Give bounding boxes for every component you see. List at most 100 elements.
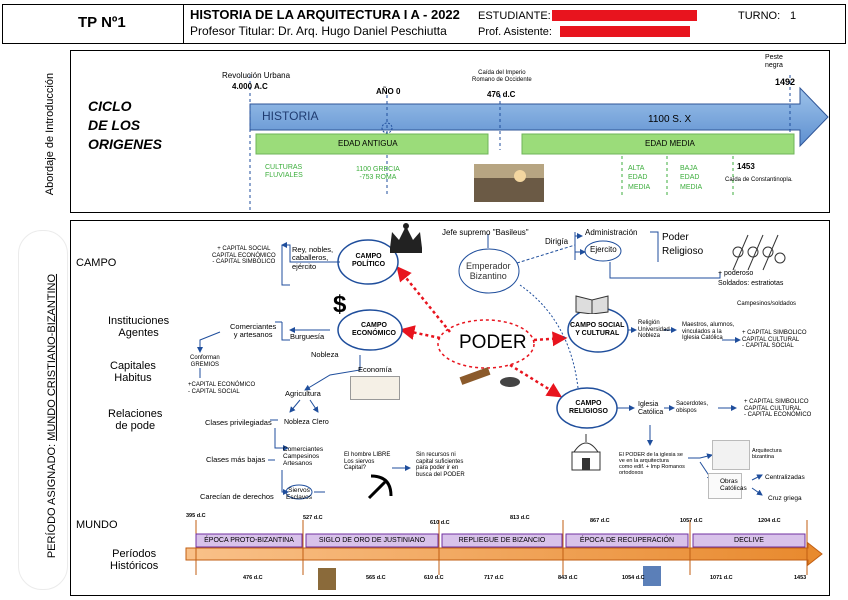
year-bottom-4: 717 d.C — [484, 575, 504, 581]
turno-value: 1 — [790, 10, 797, 22]
relaciones-label: Relaciones de pode — [108, 408, 163, 433]
culturas-fluviales: CULTURAS FLUVIALES — [265, 164, 303, 179]
edad-antigua-bar — [255, 133, 489, 155]
campo-religioso[interactable]: CAMPO RELIGIOSO — [569, 400, 608, 415]
constantinopla-label: Caída de Constantinopla. — [725, 177, 793, 183]
comerciantes-2: Comerciantes Campesinos Artesanos — [283, 446, 324, 468]
carecian: Carecían de derechos — [200, 492, 274, 501]
year-bottom-6: 1054 d.C — [622, 575, 645, 581]
timeline-arrow — [185, 541, 823, 567]
historia-arrow — [249, 86, 829, 148]
clero: Clero — [312, 419, 329, 426]
period-3[interactable]: REPLIEGUE DE BIZANCIO — [458, 537, 546, 544]
clases-privilegiadas: Clases privilegiadas — [205, 418, 272, 427]
assistant-label: Prof. Asistente: — [478, 26, 552, 38]
capital-economico-2: +CAPITAL ECONÓMICO - CAPITAL SOCIAL — [188, 382, 256, 395]
emperador-label: Emperador Bizantino — [466, 261, 511, 281]
year-top-3: 610 d.C — [430, 520, 450, 526]
administracion: Administración — [585, 228, 638, 237]
alta-edad-media: ALTA EDAD MEDIA — [628, 165, 651, 191]
event-peste: Peste negra — [765, 54, 783, 69]
edad-media-bar — [521, 133, 795, 155]
period-2[interactable]: SIGLO DE ORO DE JUSTINIANO — [318, 537, 426, 544]
historia-label: HISTORIA — [262, 109, 319, 123]
edad-media-label: EDAD MEDIA — [645, 139, 695, 148]
student-label: ESTUDIANTE: — [478, 10, 551, 22]
campesinos: Campesinos/soldados — [737, 301, 797, 307]
mundo-label: MUNDO — [76, 519, 118, 531]
course-title: HISTORIA DE LA ARQUITECTURA I A - 2022 — [190, 7, 460, 22]
sin-recursos: Sin recursos ni capital suficientes para… — [416, 452, 465, 478]
year-bottom-3: 610 d.C — [424, 575, 444, 581]
comerciantes: Comerciantes y artesanos — [230, 322, 277, 340]
cross-image — [708, 473, 742, 499]
event-revolucion-date: 4.000 A.C — [232, 82, 268, 91]
tp-label: TP Nº1 — [78, 14, 126, 31]
year-top-2: 527 d.C — [303, 515, 323, 521]
iglesia-catolica: Iglesia Católica — [638, 401, 664, 416]
poder-label: PODER — [459, 332, 527, 353]
capitales-label: Capitales Habitus — [110, 360, 156, 385]
assistant-redaction — [560, 26, 690, 37]
period-5[interactable]: DECLIVE — [734, 537, 764, 544]
year-top-4: 813 d.C — [510, 515, 530, 521]
period-1[interactable]: ÉPOCA PROTO-BIZANTINA — [204, 537, 294, 544]
intro-timeline-svg — [249, 75, 829, 210]
year-bottom-7: 1071 d.C — [710, 575, 733, 581]
capital-social-1: + CAPITAL SOCIAL CAPITAL ECONÓMICO - CAP… — [212, 246, 276, 266]
intro-box — [70, 50, 830, 213]
year-top-7: 1204 d.C — [758, 518, 781, 524]
event-caida-roma-date: 476 d.C — [487, 90, 516, 99]
poder-iglesia: El PODER de la iglesia se ve en la arqui… — [619, 452, 685, 477]
campo-label: CAMPO — [76, 257, 117, 269]
arquitectura-bizantina: Arquitectura bizantina — [752, 448, 782, 461]
event-peste-date: 1492 — [775, 77, 796, 87]
gremios: Conforman GREMIOS — [190, 355, 220, 368]
event-caida-roma: Caída del Imperio Romano de Occidente — [472, 70, 532, 83]
constantinopla-year: 1453 — [737, 162, 755, 171]
hombre-libre: El hombre LIBRE Los siervos Capital? — [344, 452, 391, 472]
soldiers-icon — [732, 234, 786, 271]
nobleza-2: Nobleza — [284, 419, 310, 426]
maestros: Maestros, alumnos, vinculados a la Igles… — [682, 322, 735, 342]
year-top-6: 1057 d.C — [680, 518, 703, 524]
main-box — [70, 220, 830, 596]
year-top-1: 395 d.C — [186, 513, 206, 519]
poder-ellipse — [437, 319, 535, 369]
siervos: Siervos Esclavos — [286, 487, 313, 502]
poder-religioso: Poder Religioso — [662, 232, 704, 257]
event-label: Revolución Urbana — [222, 71, 291, 80]
header — [2, 4, 846, 44]
capital-simbolico-2: + CAPITAL SIMBOLICO CAPITAL CULTURAL - C… — [744, 399, 812, 419]
rey-nobles: Rey, nobles, caballeros, ejército — [292, 245, 334, 271]
hammer-sickle-icon — [367, 474, 393, 500]
year-bottom-8: 1453 — [794, 575, 807, 581]
turno-label: TURNO: — [738, 10, 781, 22]
sacerdotes: Sacerdotes, obispos — [676, 401, 709, 414]
obras-catolicas: Obras Católicas — [720, 478, 747, 493]
professor: Profesor Titular: Dr. Arq. Hugo Daniel P… — [190, 24, 447, 38]
header-divider — [183, 4, 184, 44]
farmers-image — [350, 376, 400, 400]
century-label: 1100 S. X — [648, 114, 692, 125]
burguesia: Burguesía — [290, 332, 325, 341]
dollar-icon: $ — [333, 291, 347, 318]
cruz-griega: Cruz griega — [768, 495, 802, 502]
religion: Religión Universidad Nobleza — [638, 320, 670, 340]
periodos-label: Períodos Históricos — [110, 548, 159, 573]
period-4[interactable]: ÉPOCA DE RECUPERACIÓN — [579, 537, 675, 544]
campo-politico[interactable]: CAMPO POLÍTICO — [352, 253, 386, 268]
campo-social[interactable]: CAMPO SOCIAL Y CULTURAL — [570, 322, 625, 337]
edad-antigua-label: EDAD ANTIGUA — [338, 139, 398, 148]
clases-bajas: Clases más bajas — [206, 455, 266, 464]
event-ano0: AÑO 0 — [376, 87, 401, 96]
nobleza: Nobleza — [311, 350, 339, 359]
architecture-image — [712, 440, 750, 470]
dirigia: Dirigía — [545, 237, 569, 246]
instituciones-label: Instituciones Agentes — [108, 315, 170, 340]
ejercito: Ejercito — [590, 245, 617, 254]
campo-economico[interactable]: CAMPO ECONÓMICO — [352, 322, 396, 337]
centralizadas: Centralizadas — [765, 474, 805, 481]
agricultura: Agricultura — [285, 389, 321, 398]
